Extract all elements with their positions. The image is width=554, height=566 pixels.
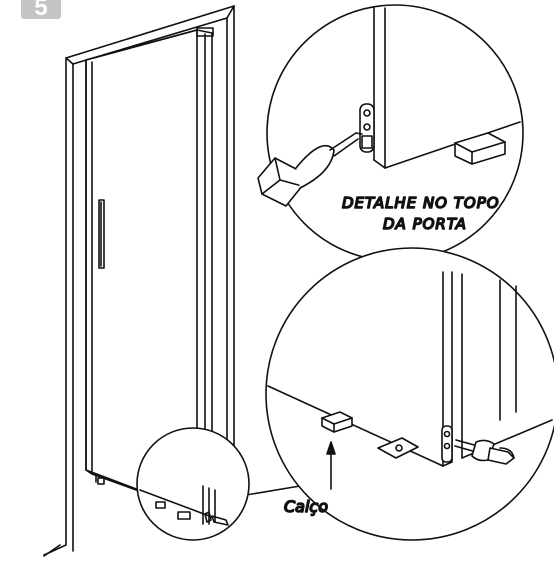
detail-circle-bottom	[265, 247, 554, 541]
door-handle	[98, 199, 105, 269]
shim-label: Calço	[284, 497, 328, 516]
shim-block	[321, 411, 353, 433]
step-number: 5	[34, 0, 48, 21]
screwdriver-bottom-icon	[454, 439, 515, 465]
screwdriver-icon	[257, 132, 363, 207]
top-detail-label-line1: DETALHE NO TOPO	[342, 194, 500, 212]
top-detail-label-line2: DA PORTA	[383, 215, 467, 233]
step-number-badge: 5	[21, 0, 61, 21]
shim-pointer-arrow	[326, 441, 336, 490]
detail-circle-top	[257, 4, 524, 262]
detail-circle-small	[95, 427, 250, 541]
